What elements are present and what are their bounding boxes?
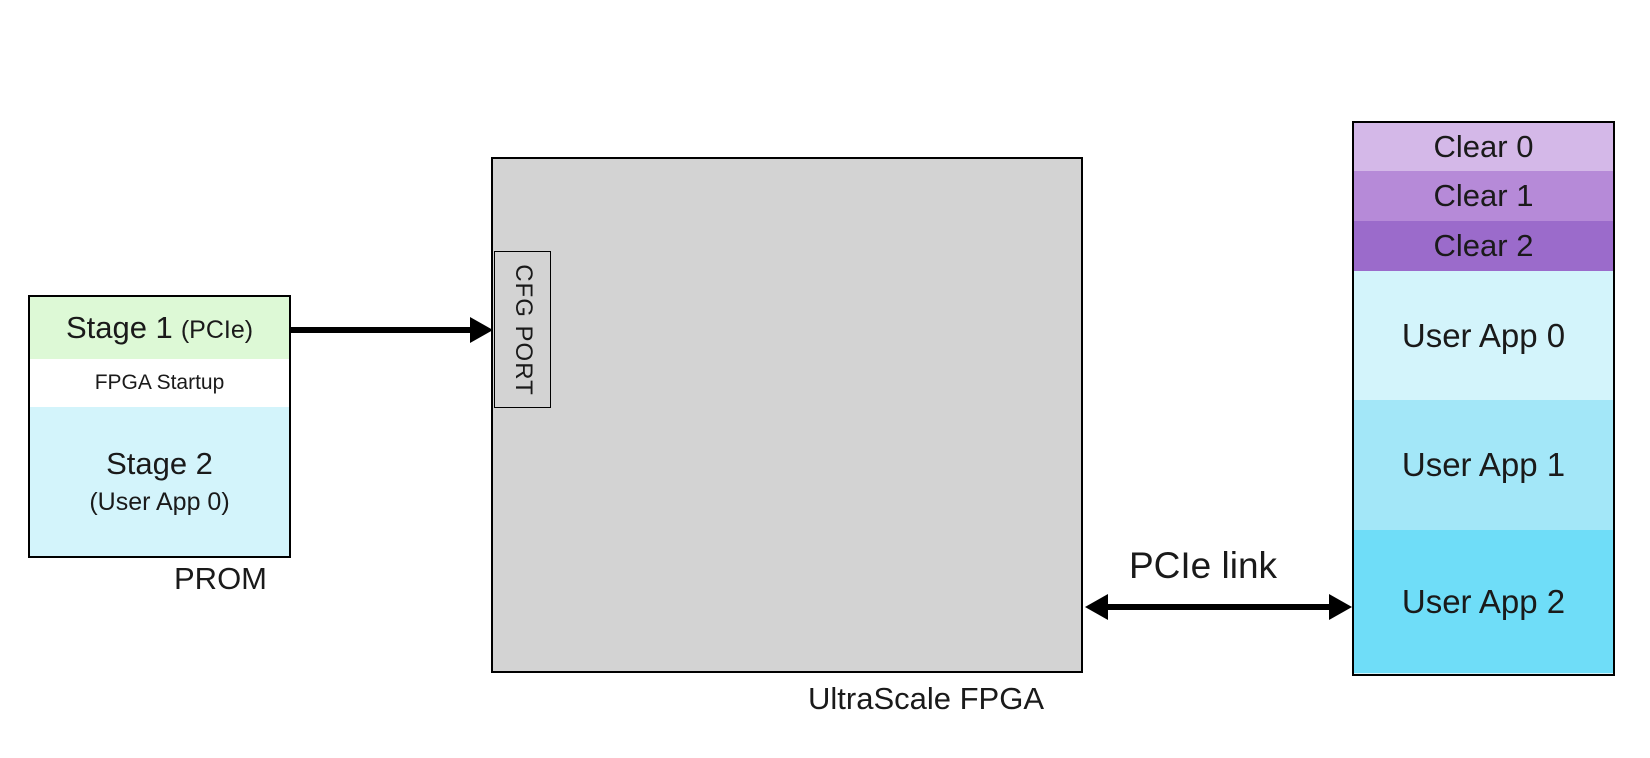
- prom-stage1-subtitle: (PCIe): [180, 316, 254, 344]
- host-memory-block: Clear 0 Clear 1 Clear 2 User App 0 User App …: [1352, 121, 1615, 676]
- pcie-link-label: PCIe link: [1129, 545, 1278, 586]
- prom-stage2-segment: Stage 2 (User App 0): [30, 407, 289, 556]
- fpga-block: [491, 157, 1083, 673]
- prom-startup-segment: FPGA Startup: [30, 359, 289, 409]
- host-segment-label: Clear 0: [1433, 129, 1534, 164]
- fpga-label: UltraScale FPGA: [808, 681, 1045, 716]
- host-segment-clear-1: Clear 1: [1354, 171, 1613, 223]
- prom-stage2-subtitle: (User App 0): [89, 488, 230, 516]
- host-segment-clear-0: Clear 0: [1354, 123, 1613, 173]
- host-segment-user-app-1: User App 1: [1354, 400, 1613, 532]
- prom-to-cfg-arrow: [291, 317, 493, 343]
- host-segment-clear-2: Clear 2: [1354, 221, 1613, 273]
- host-segment-label: Clear 2: [1433, 228, 1534, 263]
- host-segment-user-app-2: User App 2: [1354, 530, 1613, 673]
- pcie-link-arrow: [1085, 594, 1352, 620]
- host-segment-label: User App 1: [1401, 446, 1566, 483]
- host-segment-label: Clear 1: [1433, 178, 1534, 213]
- prom-block: Stage 1 (PCIe) FPGA Startup Stage 2 (Use…: [28, 295, 291, 558]
- prom-stage1-title: Stage 1: [65, 310, 173, 345]
- host-segment-label: User App 0: [1401, 316, 1566, 354]
- prom-stage2-title: Stage 2: [106, 446, 213, 481]
- prom-stage1-segment: Stage 1 (PCIe): [30, 297, 289, 361]
- cfg-port-block: CFG PORT: [494, 251, 551, 408]
- prom-startup-label: FPGA Startup: [94, 371, 225, 394]
- host-segment-label: User App 2: [1401, 582, 1566, 620]
- prom-label: PROM: [174, 561, 267, 596]
- host-segment-user-app-0: User App 0: [1354, 271, 1613, 402]
